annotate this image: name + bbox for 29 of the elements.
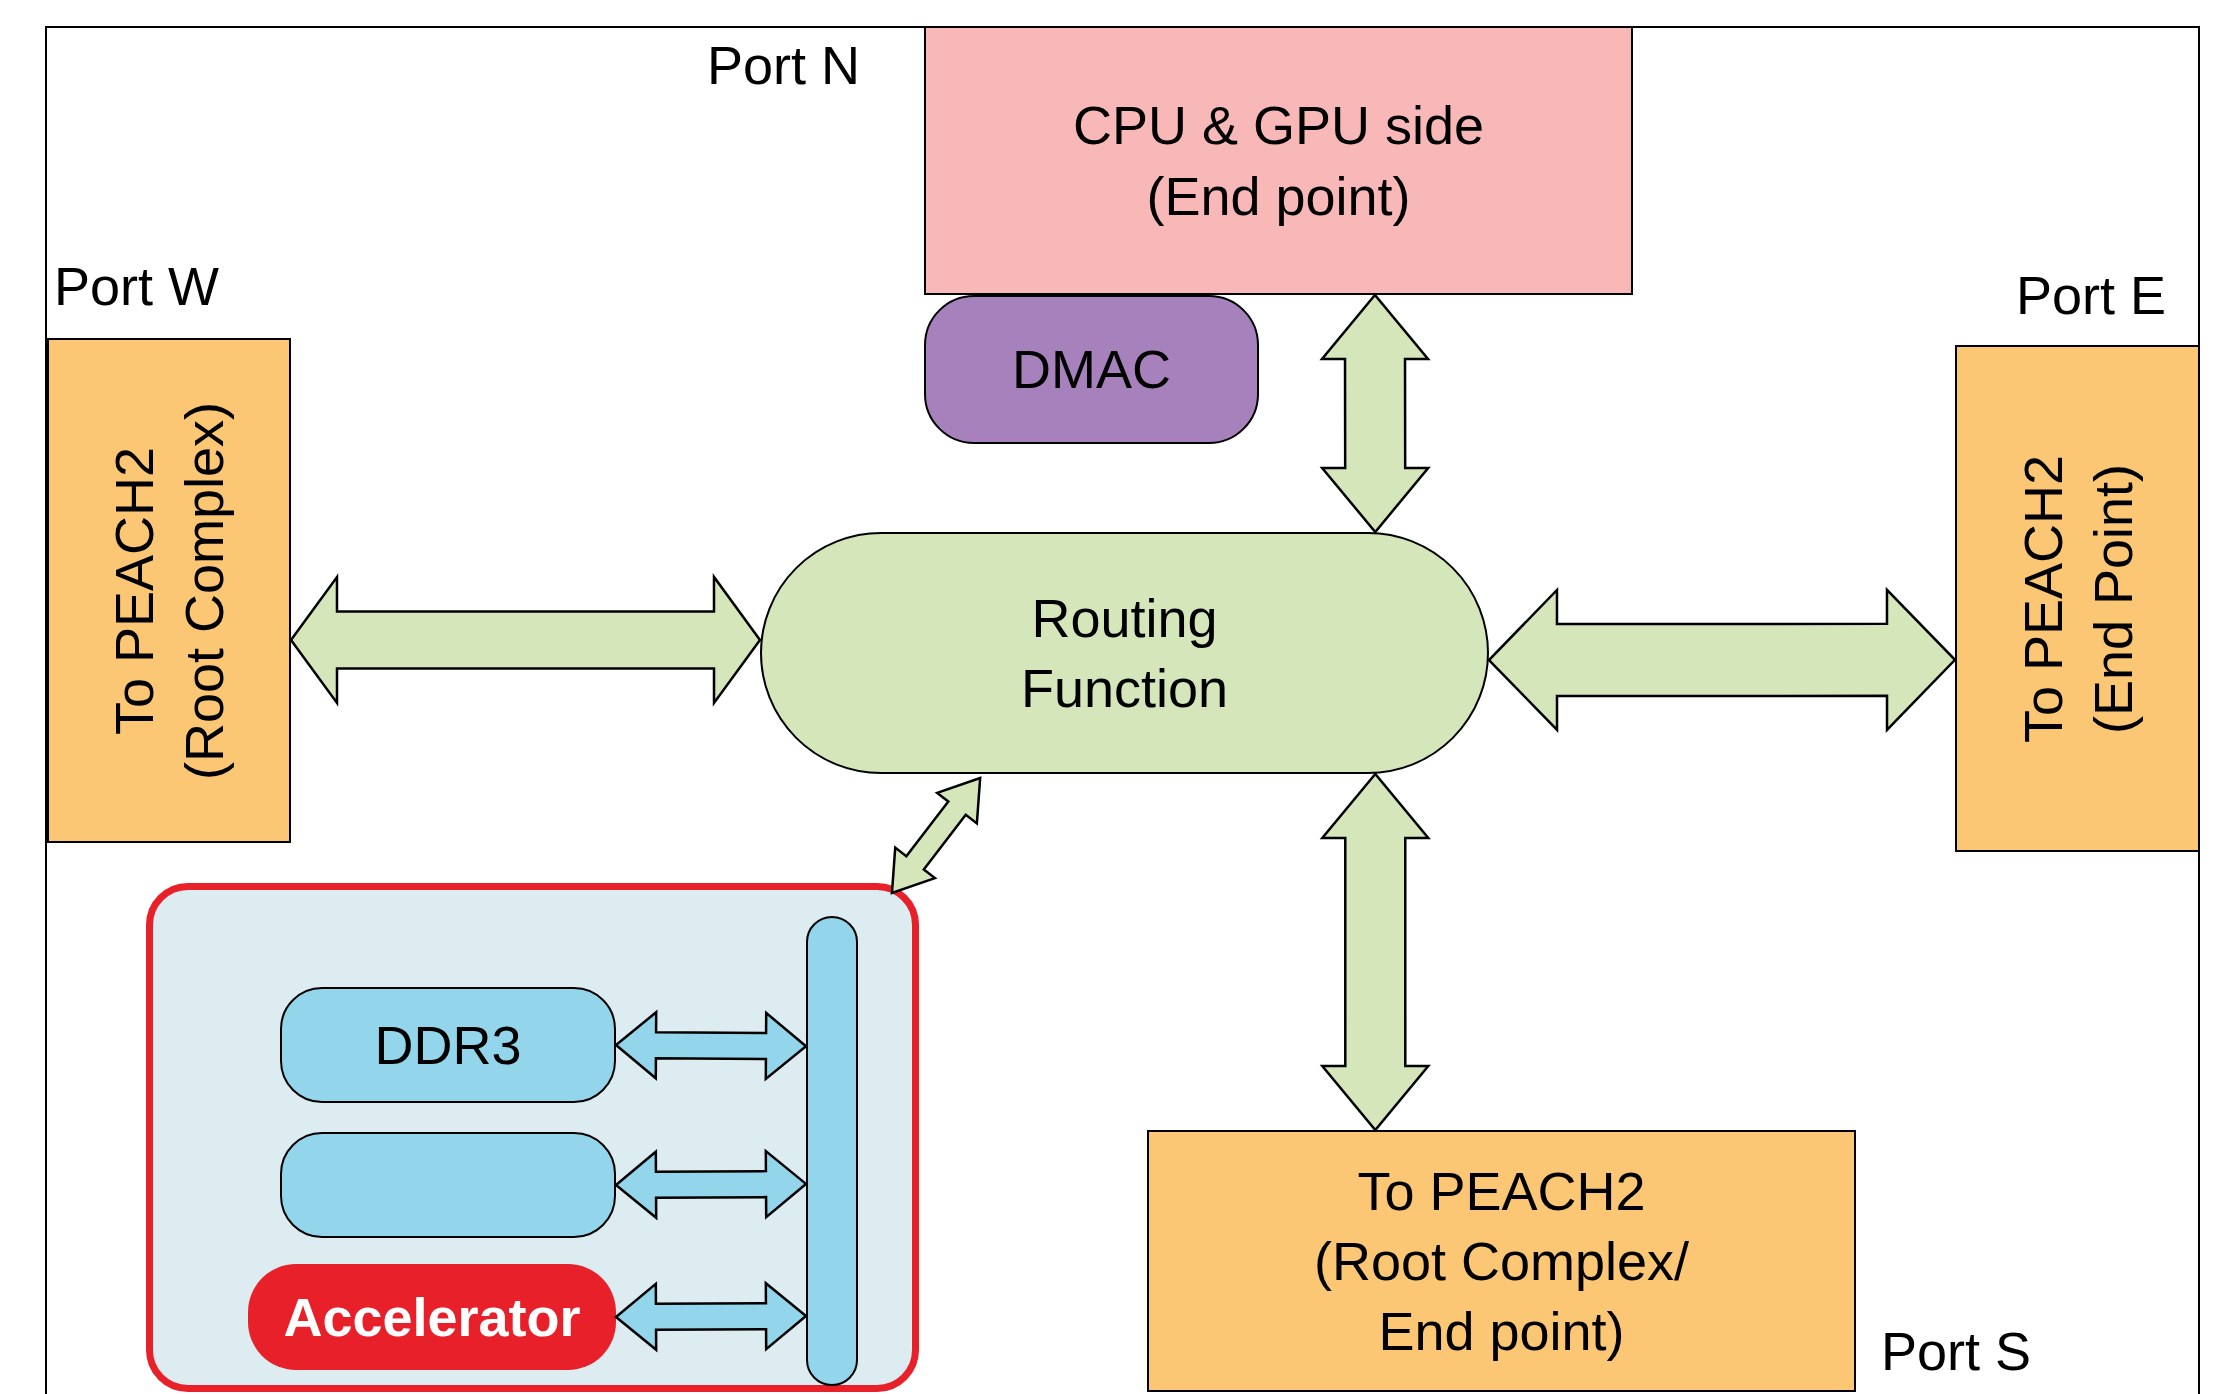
double-arrow: [1319, 772, 1431, 1132]
node-label: To PEACH2 (End Point): [2011, 453, 2144, 745]
port-label: Port W: [54, 255, 219, 317]
double-arrow: [614, 1009, 808, 1082]
node-label: DDR3: [374, 1013, 522, 1077]
double-arrow: [890, 776, 982, 895]
port-box: [1955, 345, 2200, 852]
double-arrow: [614, 1280, 808, 1353]
dmac-box: [924, 295, 1259, 444]
double-arrow: [614, 1148, 808, 1221]
node-label: Routing Function: [1019, 586, 1230, 720]
box-shape: [146, 883, 919, 1392]
endpoint-box: [924, 26, 1633, 295]
double-arrow: [1319, 293, 1431, 534]
port-box: [1147, 1130, 1856, 1392]
node-label: Accelerator: [283, 1285, 581, 1349]
node-label: DMAC: [1012, 338, 1171, 402]
box-shape: [280, 1132, 616, 1238]
port-label: Port N: [707, 34, 861, 96]
port-box: [47, 338, 291, 843]
double-arrow: [1487, 586, 1957, 734]
memory-box: [280, 987, 616, 1103]
bar-shape: [806, 916, 858, 1386]
node-label: To PEACH2 (Root Complex/ End point): [1312, 1159, 1691, 1364]
port-label: Port E: [2016, 264, 2167, 326]
port-label: Port S: [1881, 1320, 2032, 1382]
double-arrow: [289, 573, 762, 707]
node-label: To PEACH2 (Root Complex): [102, 400, 235, 782]
node-label: CPU & GPU side (End point): [1071, 94, 1486, 228]
